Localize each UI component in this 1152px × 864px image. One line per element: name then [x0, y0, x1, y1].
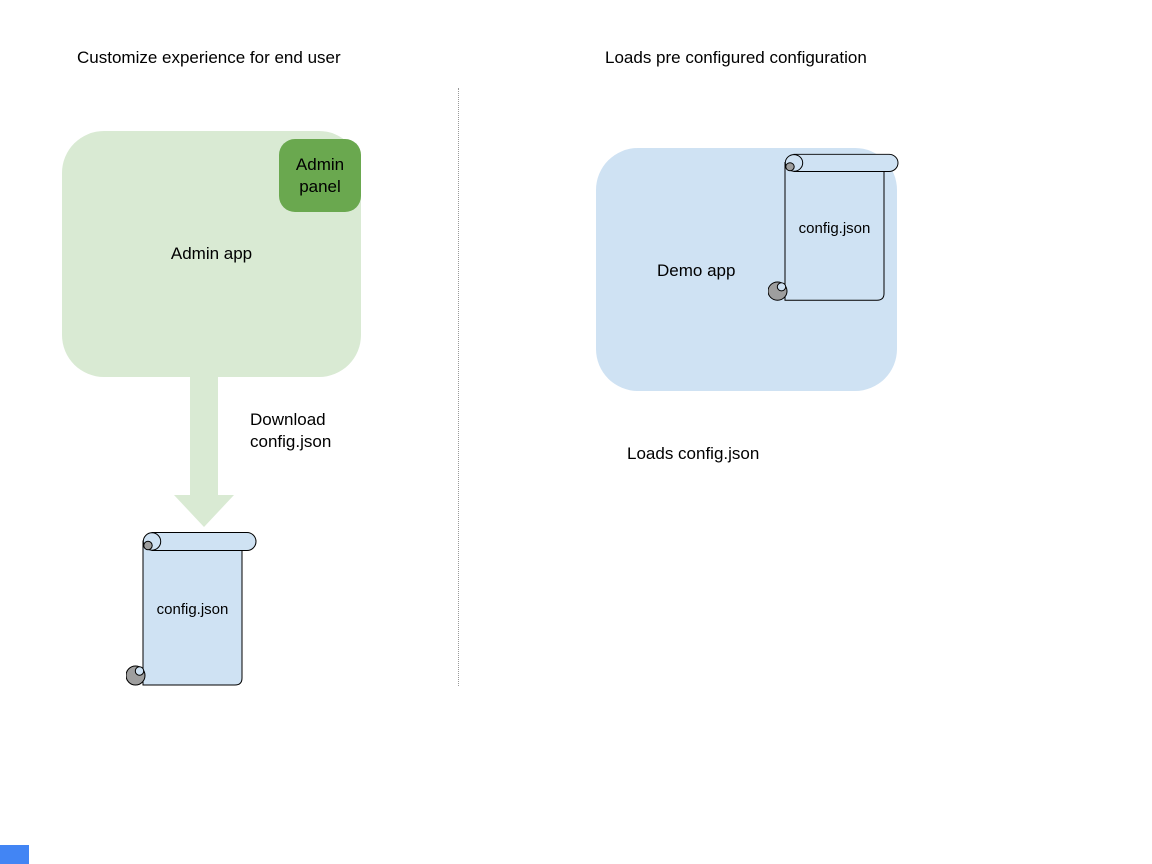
- config-file-left: config.json: [126, 528, 262, 690]
- demo-app-label: Demo app: [657, 261, 736, 280]
- download-arrow-label-line2: config.json: [250, 432, 332, 451]
- download-arrow-label-line1: Download: [250, 410, 326, 429]
- admin-panel-label: Admin panel: [295, 154, 345, 196]
- loads-config-caption: Loads config.json: [627, 444, 760, 463]
- section-divider: [458, 88, 459, 686]
- admin-app-label: Admin app: [170, 244, 253, 263]
- right-section-title: Loads pre configured configuration: [605, 48, 867, 67]
- config-file-label: config.json: [798, 219, 871, 237]
- config-file-label: config.json: [156, 600, 229, 618]
- config-file-right: config.json: [768, 150, 904, 305]
- download-arrow-icon: [174, 377, 234, 527]
- scroll-shape-icon: [768, 153, 899, 301]
- admin-panel-box: Admin panel: [279, 139, 361, 212]
- download-arrow-label: Download config.json: [250, 409, 331, 453]
- scroll-shape-icon: [126, 532, 257, 686]
- blue-marker: [0, 845, 29, 864]
- left-section-title: Customize experience for end user: [77, 48, 341, 67]
